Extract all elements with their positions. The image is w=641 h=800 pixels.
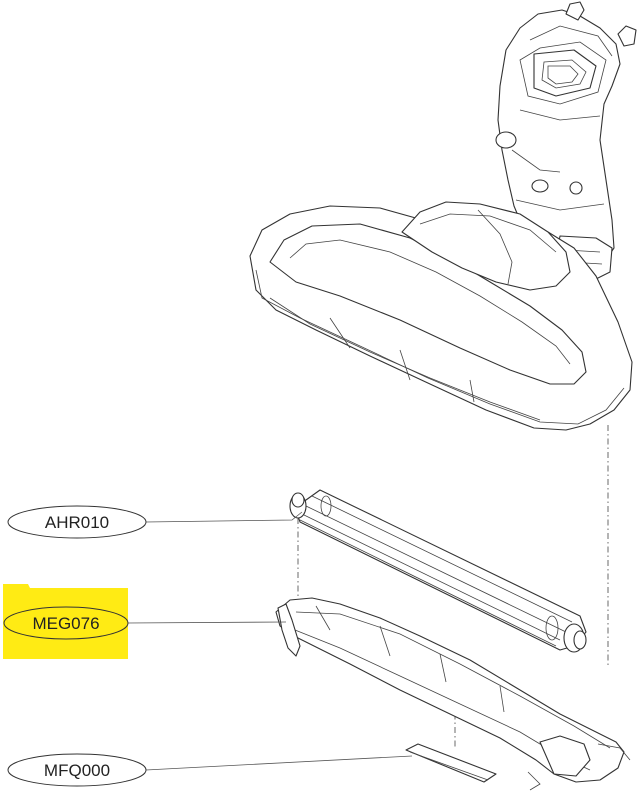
callout-label-MEG076: MEG076 bbox=[32, 614, 99, 633]
brush-frame-cover bbox=[275, 597, 631, 791]
callout-MEG076: MEG076 bbox=[3, 606, 129, 640]
callout-MFQ000: MFQ000 bbox=[7, 753, 147, 787]
nozzle-head-assembly bbox=[249, 1, 637, 431]
assembly-guide-lines bbox=[297, 425, 609, 748]
leader-lines bbox=[127, 511, 413, 771]
bottom-strip-pad bbox=[405, 743, 497, 783]
highlight-marker bbox=[3, 584, 128, 659]
callout-AHR010: AHR010 bbox=[7, 505, 147, 539]
callout-label-AHR010: AHR010 bbox=[45, 513, 109, 532]
agitator-brush-roll bbox=[289, 489, 587, 653]
callout-label-MFQ000: MFQ000 bbox=[44, 761, 110, 780]
